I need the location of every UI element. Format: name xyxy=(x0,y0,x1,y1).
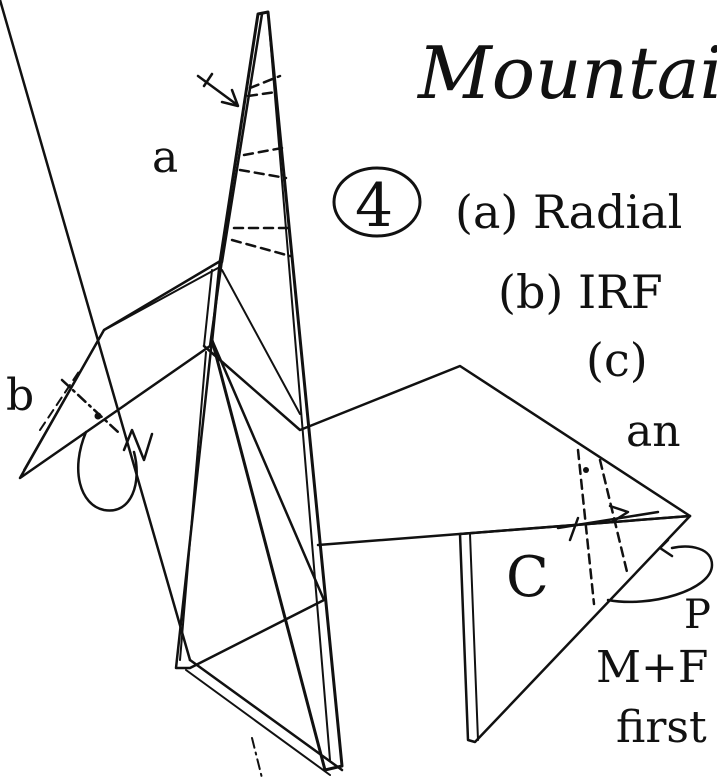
instruction-c-continued: an xyxy=(626,406,681,457)
step-number: 4 xyxy=(355,171,393,241)
instruction-a: (a) Radial xyxy=(455,185,682,239)
label-c: C xyxy=(506,545,549,610)
label-a: a xyxy=(152,132,178,183)
step-circle xyxy=(332,166,422,238)
label-first: first xyxy=(616,702,707,753)
diagram-title: Mountai xyxy=(416,31,717,115)
body xyxy=(202,269,692,744)
instruction-c: (c) xyxy=(586,333,648,387)
head-beak xyxy=(18,258,224,480)
label-p: P xyxy=(684,592,711,638)
label-b: b xyxy=(6,370,34,421)
fold-arrow-b xyxy=(77,428,154,512)
neck-spike xyxy=(210,10,344,772)
legs xyxy=(0,0,344,778)
instruction-b: (b) IRF xyxy=(498,265,663,319)
fold-arrow-a xyxy=(196,72,240,108)
fold-arrow-c xyxy=(556,504,714,604)
label-mtf: M+F xyxy=(596,642,708,693)
